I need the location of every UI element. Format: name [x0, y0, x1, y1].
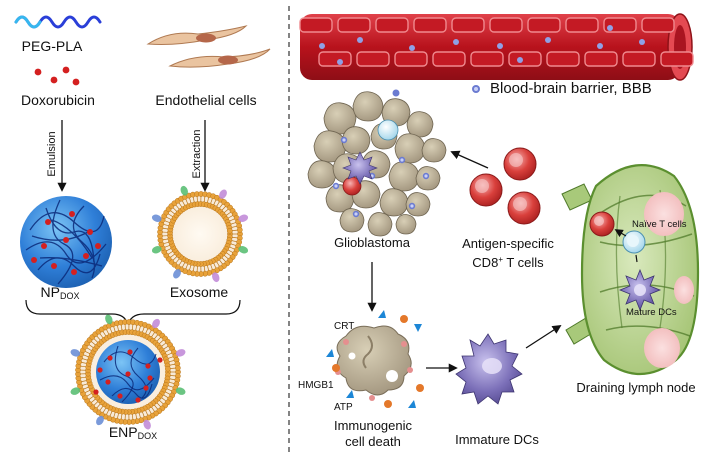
crt-label: CRT — [334, 321, 354, 332]
bbb-legend-icon — [472, 85, 480, 93]
naive-t-cell-icon — [623, 231, 645, 253]
naive-t-cells-label: Naïve T cells — [632, 219, 687, 230]
draining-lymph-node-label: Draining lymph node — [576, 380, 695, 395]
glioblastoma-tumor-icon — [308, 92, 446, 236]
doxorubicin-dots-icon — [35, 67, 80, 86]
drifting-nanoparticle-icon — [393, 90, 400, 97]
exosome-label: Exosome — [170, 284, 228, 300]
mature-dc-icon — [620, 270, 660, 310]
enp-dox-label: ENPDOX — [109, 424, 157, 441]
dc-to-lymph-arrow — [526, 326, 560, 348]
right-panel — [300, 14, 698, 408]
hmgb1-label: HMGB1 — [298, 380, 334, 391]
dying-cell-icon — [335, 326, 413, 401]
antigen-cd8-label: Antigen-specific CD8+ T cells — [462, 236, 554, 271]
enp-dox-main: ENP — [109, 424, 138, 440]
bbb-legend-label: Blood-brain barrier, BBB — [490, 80, 652, 97]
tcells-to-tumor-arrow — [452, 152, 488, 168]
extraction-label: Extraction — [191, 119, 203, 189]
antigen-line2: CD8+ T cells — [462, 252, 554, 271]
endothelial-cells-icon — [148, 26, 270, 67]
immature-dcs-label: Immature DCs — [455, 432, 539, 447]
cd8-t-cell-node-icon — [590, 212, 614, 236]
doxorubicin-label: Doxorubicin — [21, 92, 95, 108]
antigen-rest: T cells — [503, 255, 544, 270]
mature-dcs-label: Mature DCs — [626, 307, 677, 318]
enp-dox-sub: DOX — [138, 431, 158, 441]
glioblastoma-label: Glioblastoma — [334, 235, 410, 250]
enp-dox-particle-icon — [69, 313, 186, 430]
endothelial-cells-label: Endothelial cells — [155, 92, 256, 108]
immature-dc-icon — [456, 334, 522, 404]
np-dox-sub: DOX — [60, 291, 80, 301]
np-dox-particle-icon — [20, 196, 112, 288]
blood-vessel-icon — [300, 14, 693, 80]
icd-line2: cell death — [334, 434, 412, 450]
antigen-line1: Antigen-specific — [462, 236, 554, 252]
emulsion-label: Emulsion — [46, 124, 58, 184]
atp-label: ATP — [334, 402, 353, 413]
icd-line1: Immunogenic — [334, 418, 412, 434]
np-dox-label: NPDOX — [41, 284, 80, 301]
exosome-icon — [151, 185, 249, 283]
left-panel — [16, 17, 270, 431]
np-dox-main: NP — [41, 284, 60, 300]
peg-pla-label: PEG-PLA — [22, 38, 83, 54]
icd-label: Immunogenic cell death — [334, 418, 412, 450]
antigen-cd8: CD8 — [472, 255, 498, 270]
cd8-t-cells-cluster-icon — [470, 148, 540, 224]
peg-pla-accent-icon — [16, 17, 40, 27]
